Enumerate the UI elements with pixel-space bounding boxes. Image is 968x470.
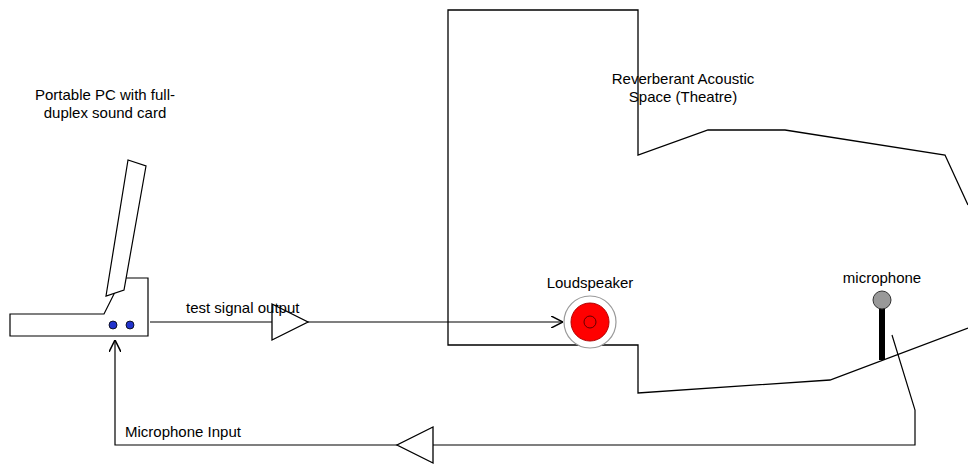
shape-outline: [8, 160, 150, 340]
signal-line: [115, 335, 915, 445]
region-label: Reverberant Acoustic Space (Theatre): [593, 70, 773, 106]
shape-outline: [448, 10, 968, 400]
signal-line: [150, 321, 563, 322]
device-label: Portable PC with full-duplex sound card: [18, 86, 193, 122]
speaker-rim: [564, 296, 616, 348]
part-label: microphone: [843, 269, 921, 287]
audio-jack: [109, 321, 117, 329]
portable-pc: Portable PC with full-duplex sound card: [8, 160, 150, 340]
theatre-region: Reverberant Acoustic Space (Theatre) Loud…: [448, 10, 968, 400]
amplifier-symbol: [397, 427, 433, 463]
microphone-head: [873, 291, 891, 309]
microphone-stand: [879, 308, 885, 360]
speaker-cone: [571, 303, 609, 341]
laptop-lid: [106, 160, 146, 296]
audio-jack: [126, 321, 134, 329]
shape-outline: [872, 290, 892, 362]
laptop-base: [10, 278, 148, 336]
microphone-symbol: microphone: [872, 290, 892, 362]
signal-label: Microphone Input: [125, 423, 241, 441]
signal-label: test signal output: [186, 299, 299, 317]
speaker-dustcap: [584, 316, 596, 328]
theatre-outline: [448, 10, 968, 393]
shape-outline: [563, 295, 617, 349]
part-label: Loudspeaker: [547, 274, 634, 292]
loudspeaker-symbol: Loudspeaker: [563, 295, 617, 349]
